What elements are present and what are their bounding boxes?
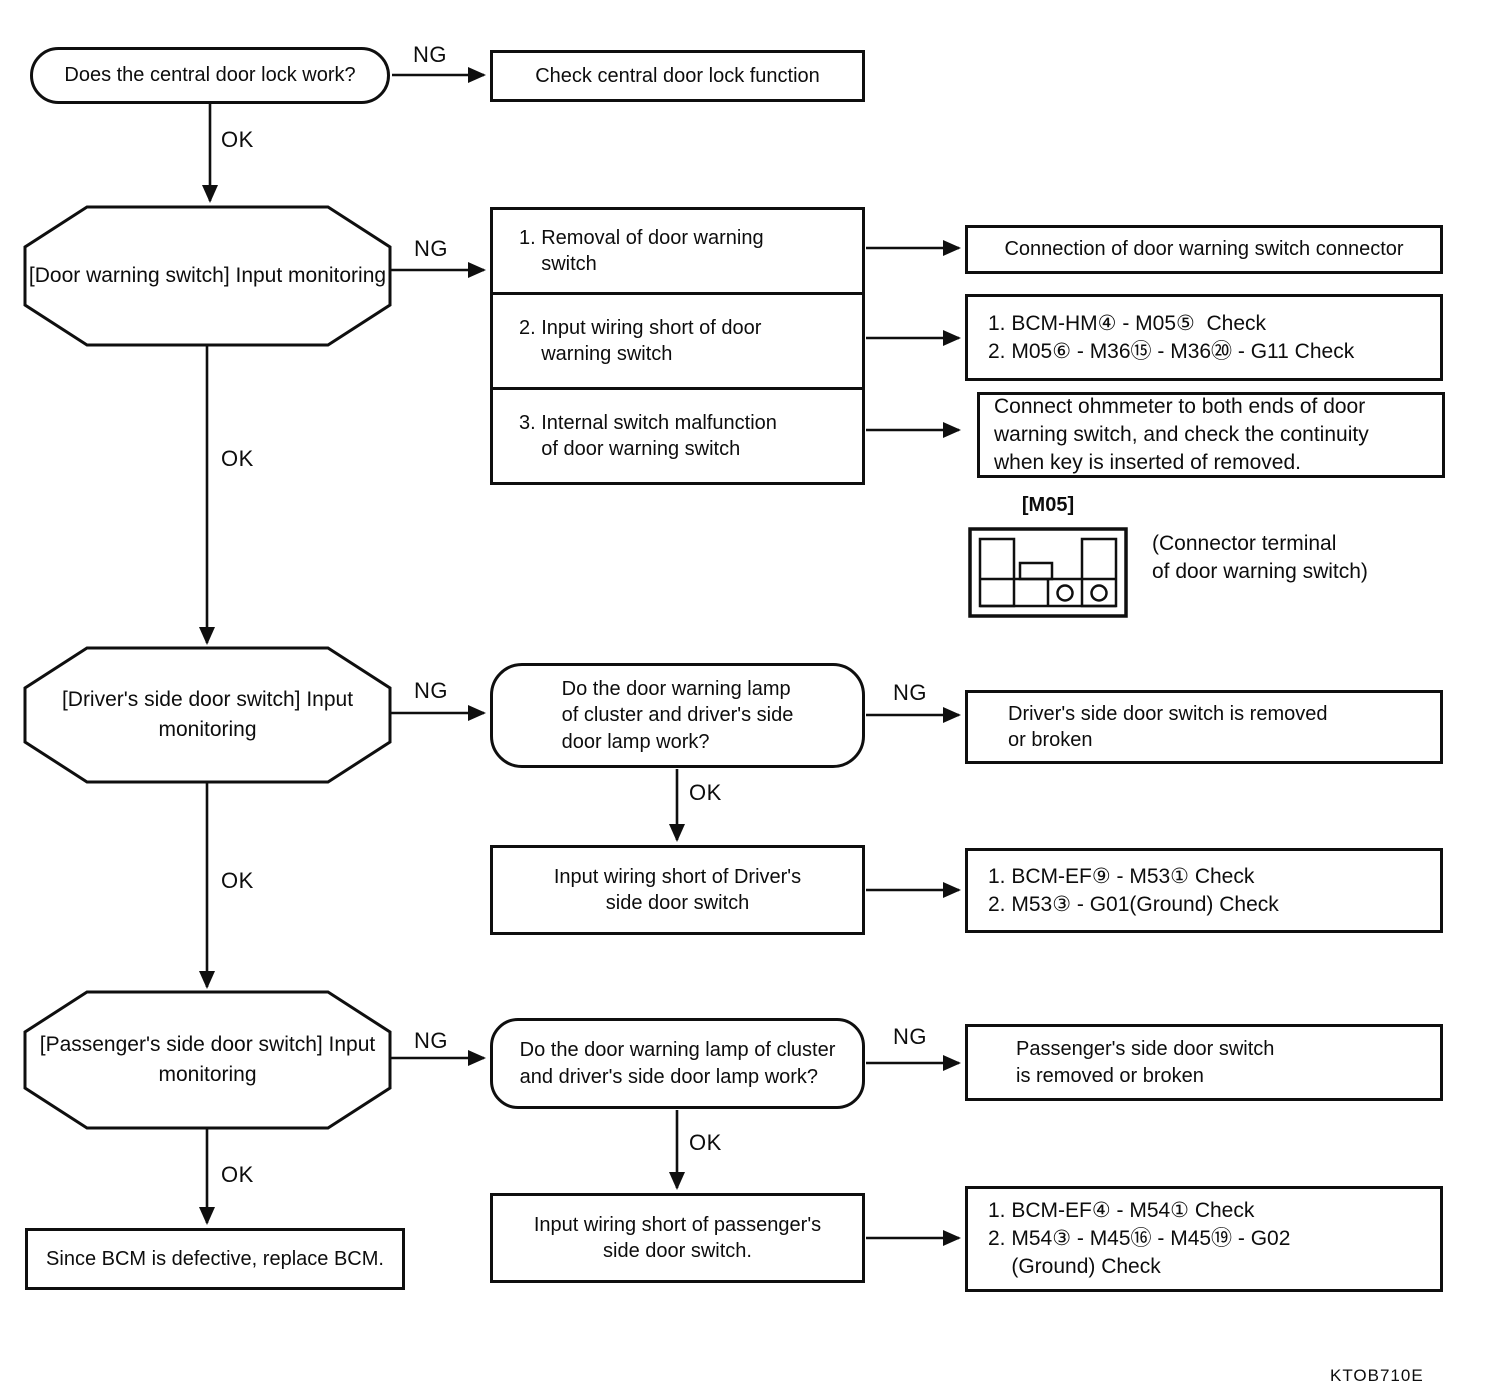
cause-internal-switch-malfunction-text: 3. Internal switch malfunction of door w…: [519, 411, 777, 460]
check-central-door-lock-box: Check central door lock function: [490, 50, 865, 102]
ng-label-passenger-lamp: NG: [893, 1024, 927, 1049]
driver-lamp-question: Do the door warning lamp of cluster and …: [490, 663, 865, 768]
driver-check-text: 1. BCM-EF⑨ - M53① Check 2. M53③ - G01(Gr…: [988, 864, 1279, 916]
remedy-connector-connection-text: Connection of door warning switch connec…: [1004, 238, 1404, 261]
check-central-door-lock-text: Check central door lock function: [535, 64, 820, 87]
ng-label-door-warning: NG: [414, 236, 448, 261]
ok-label-1: OK: [221, 127, 254, 152]
remedy-ohmmeter-check: Connect ohmmeter to both ends of door wa…: [977, 392, 1445, 478]
ng-label-passenger: NG: [414, 1028, 448, 1053]
remedy-wiring-check: 1. BCM-HM④ - M05⑤ Check 2. M05⑥ - M36⑮ -…: [965, 294, 1443, 381]
ng-label-driver: NG: [414, 678, 448, 703]
passenger-lamp-question: Do the door warning lamp of cluster and …: [490, 1018, 865, 1109]
driver-side-switch-monitor: [Driver's side door switch] Input monito…: [25, 648, 390, 782]
m05-connector-drawing: [968, 527, 1128, 618]
passenger-input-wiring-short-text: Input wiring short of passenger's side d…: [533, 1213, 822, 1262]
cause-input-wiring-short: 2. Input wiring short of door warning sw…: [490, 292, 865, 387]
replace-bcm-box: Since BCM is defective, replace BCM.: [25, 1228, 405, 1290]
driver-check-box: 1. BCM-EF⑨ - M53① Check 2. M53③ - G01(Gr…: [965, 848, 1443, 933]
ng-label-start: NG: [413, 42, 447, 67]
passenger-side-switch-monitor: [Passenger's side door switch] Input mon…: [25, 992, 390, 1128]
m05-connector-label: [M05]: [1021, 494, 1075, 516]
ok-label-4: OK: [221, 1162, 254, 1187]
passenger-check-box: 1. BCM-EF④ - M54① Check 2. M54③ - M45⑯ -…: [965, 1186, 1443, 1292]
door-warning-cause-list: 1. Removal of door warning switch 2. Inp…: [490, 207, 865, 485]
door-warning-switch-monitor-text: [Door warning switch] Input monitoring: [28, 263, 387, 287]
ok-label-3: OK: [221, 868, 254, 893]
m05-connector-diagram: [968, 527, 1128, 618]
door-warning-switch-monitor: [Door warning switch] Input monitoring: [25, 207, 390, 345]
start-question-text: Does the central door lock work?: [64, 64, 356, 87]
driver-switch-removed-text: Driver's side door switch is removed or …: [1008, 702, 1328, 751]
remedy-wiring-check-text: 1. BCM-HM④ - M05⑤ Check 2. M05⑥ - M36⑮ -…: [988, 311, 1355, 363]
ng-label-driver-lamp: NG: [893, 680, 927, 705]
passenger-lamp-question-text: Do the door warning lamp of cluster and …: [519, 1039, 836, 1088]
passenger-input-wiring-short-box: Input wiring short of passenger's side d…: [490, 1193, 865, 1283]
replace-bcm-text: Since BCM is defective, replace BCM.: [46, 1247, 384, 1270]
ok-label-driver-lamp: OK: [689, 780, 722, 805]
cause-removal-of-switch: 1. Removal of door warning switch: [490, 207, 865, 292]
start-question: Does the central door lock work?: [30, 47, 390, 104]
m05-connector-caption: (Connector terminal of door warning swit…: [1152, 532, 1368, 584]
remedy-connector-connection: Connection of door warning switch connec…: [965, 225, 1443, 274]
cause-input-wiring-short-text: 2. Input wiring short of door warning sw…: [519, 316, 762, 365]
passenger-side-switch-monitor-text: [Passenger's side door switch] Input mon…: [39, 1032, 376, 1086]
driver-switch-removed-box: Driver's side door switch is removed or …: [965, 690, 1443, 764]
ok-label-2: OK: [221, 446, 254, 471]
passenger-switch-removed-box: Passenger's side door switch is removed …: [965, 1024, 1443, 1101]
cause-removal-of-switch-text: 1. Removal of door warning switch: [519, 226, 764, 275]
driver-input-wiring-short-box: Input wiring short of Driver's side door…: [490, 845, 865, 935]
figure-code: KTOB710E: [1330, 1366, 1424, 1385]
passenger-check-text: 1. BCM-EF④ - M54① Check 2. M54③ - M45⑯ -…: [988, 1199, 1291, 1278]
driver-input-wiring-short-text: Input wiring short of Driver's side door…: [553, 865, 802, 914]
cause-internal-switch-malfunction: 3. Internal switch malfunction of door w…: [490, 387, 865, 485]
remedy-ohmmeter-check-text: Connect ohmmeter to both ends of door wa…: [994, 395, 1369, 474]
driver-side-switch-monitor-text: [Driver's side door switch] Input monito…: [61, 687, 354, 741]
driver-lamp-question-text: Do the door warning lamp of cluster and …: [561, 677, 794, 753]
ok-label-passenger-lamp: OK: [689, 1130, 722, 1155]
passenger-switch-removed-text: Passenger's side door switch is removed …: [1016, 1038, 1275, 1087]
